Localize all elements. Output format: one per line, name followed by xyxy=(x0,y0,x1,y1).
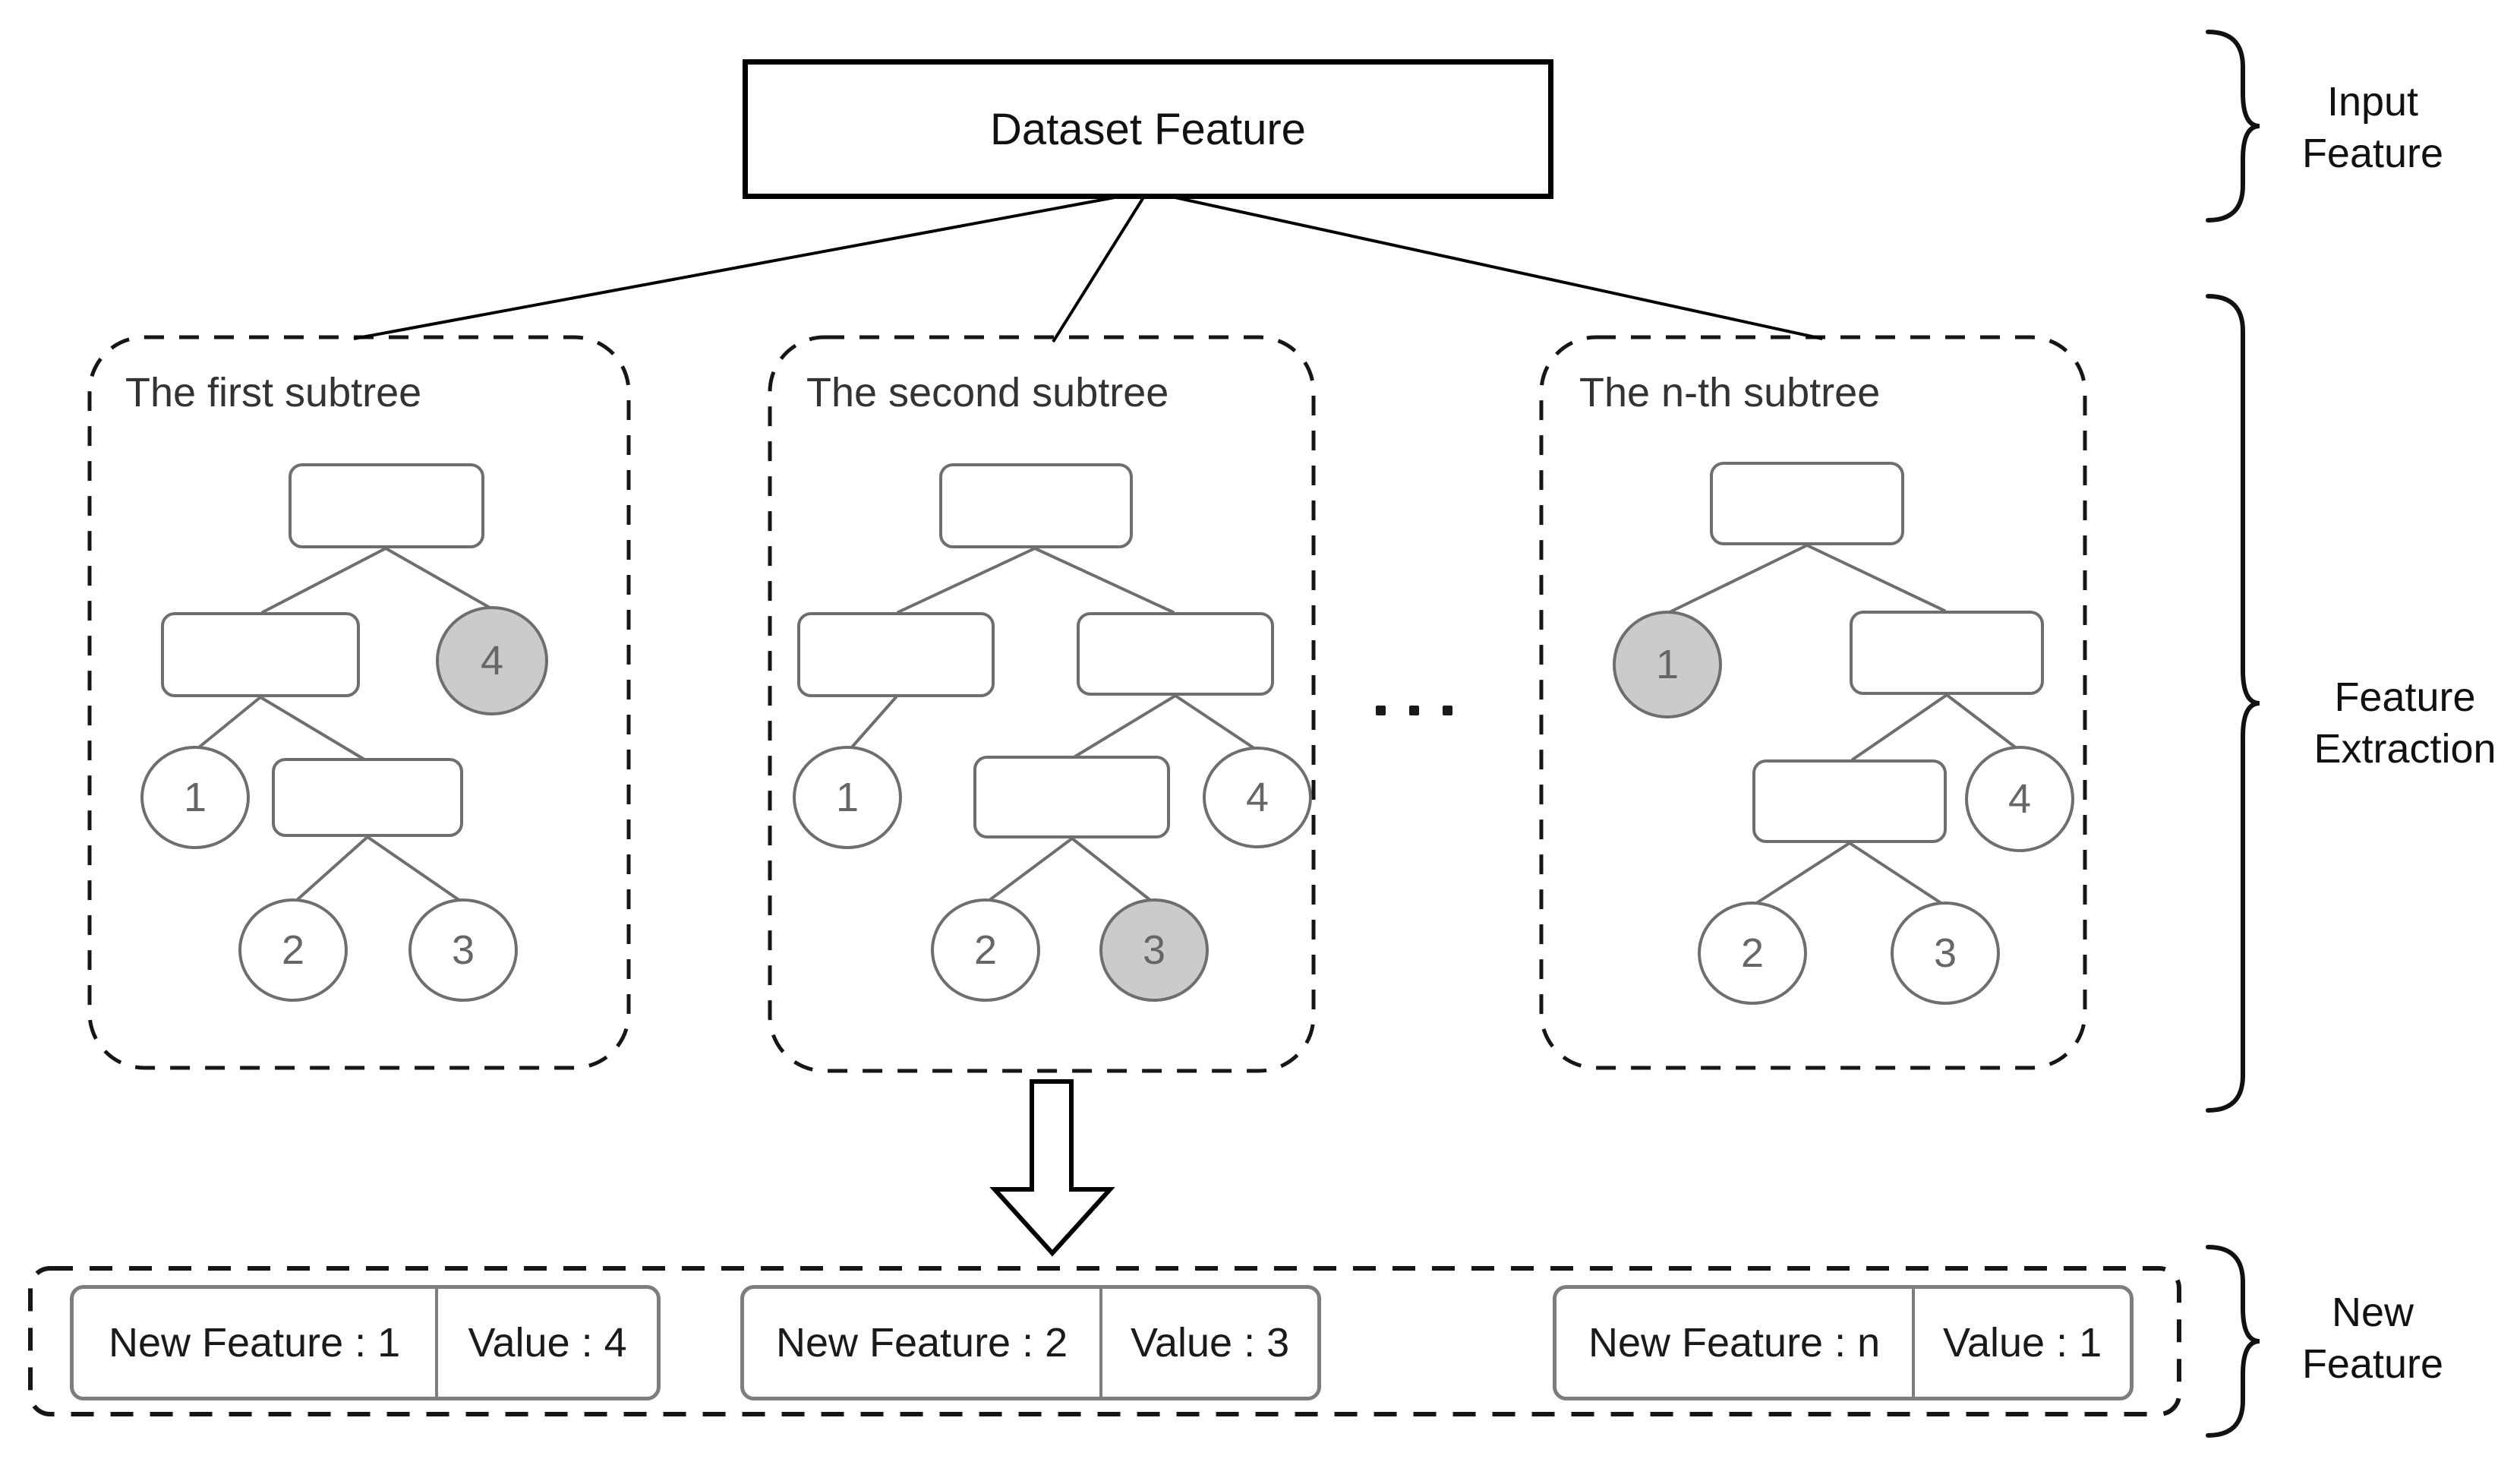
subtree-n-leaf-4: 4 xyxy=(1965,746,2074,852)
new-feature-label: New Feature xyxy=(2301,1290,2444,1387)
subtree-n-leaf-3: 3 xyxy=(1891,902,2000,1005)
subtree-1-title: The first subtree xyxy=(125,370,422,415)
subtree-2-root-node xyxy=(939,463,1133,548)
feature-cell: New Feature : 1 xyxy=(74,1289,439,1397)
value-cell: Value : 4 xyxy=(468,1320,627,1366)
subtree-n-root-node xyxy=(1710,462,1904,545)
dataset-feature-box: Dataset Feature xyxy=(743,59,1553,199)
fan-lines xyxy=(353,190,1823,343)
subtree-2-leaf-3-highlighted: 3 xyxy=(1099,898,1209,1002)
new-feature-box-1: New Feature : 1 Value : 4 xyxy=(70,1285,661,1400)
input-feature-label: Input Feature xyxy=(2301,79,2444,176)
new-feature-box-2: New Feature : 2 Value : 3 xyxy=(740,1285,1321,1400)
subtree-1-root-node xyxy=(289,463,484,548)
subtree-n-leaf-2: 2 xyxy=(1698,902,1807,1005)
subtree-2-leaf-1: 1 xyxy=(793,746,902,849)
subtree-1-leaf-2: 2 xyxy=(238,898,348,1002)
down-arrow-icon xyxy=(989,1079,1115,1257)
subtree-1-leaf-4-highlighted: 4 xyxy=(436,606,548,715)
subtree-1-container xyxy=(87,335,631,1070)
subtree-2-leaf-2: 2 xyxy=(931,898,1040,1002)
subtree-n-container xyxy=(1539,335,2087,1070)
feature-cell: New Feature : 2 xyxy=(744,1289,1103,1397)
new-feature-box-n: New Feature : n Value : 1 xyxy=(1553,1285,2134,1400)
feature-cell: New Feature : n xyxy=(1556,1289,1916,1397)
subtree-2-title: The second subtree xyxy=(806,370,1169,415)
subtree-n-leaf-1-highlighted: 1 xyxy=(1613,611,1722,718)
subtree-n-internal-node-2 xyxy=(1752,759,1947,843)
subtree-1-leaf-1: 1 xyxy=(140,746,250,849)
subtree-2-internal-node-left xyxy=(797,612,995,697)
subtree-1-internal-node-2 xyxy=(272,758,463,837)
new-feature-strip-container xyxy=(28,1266,2181,1416)
input-feature-brace-icon xyxy=(2206,30,2260,223)
subtree-2-internal-node-right xyxy=(1077,612,1274,696)
dataset-feature-label: Dataset Feature xyxy=(990,104,1306,154)
tree-edges xyxy=(197,544,2019,905)
feature-extraction-label: Feature Extraction xyxy=(2313,674,2496,772)
value-cell: Value : 3 xyxy=(1130,1320,1290,1366)
subtree-2-leaf-4: 4 xyxy=(1203,747,1312,848)
subtree-2-container xyxy=(768,335,1316,1073)
subtree-1-leaf-3: 3 xyxy=(408,898,518,1002)
new-feature-brace-icon xyxy=(2206,1245,2260,1438)
curly-braces xyxy=(2206,30,2260,1438)
subtree-n-title: The n-th subtree xyxy=(1579,370,1881,415)
subtree-2-internal-node-mid xyxy=(973,756,1170,838)
value-cell: Value : 1 xyxy=(1942,1320,2102,1366)
ellipsis-icon xyxy=(1376,706,1452,715)
subtree-1-internal-node xyxy=(161,612,360,697)
feature-extraction-brace-icon xyxy=(2206,294,2260,1113)
subtree-n-internal-node xyxy=(1850,611,2044,695)
